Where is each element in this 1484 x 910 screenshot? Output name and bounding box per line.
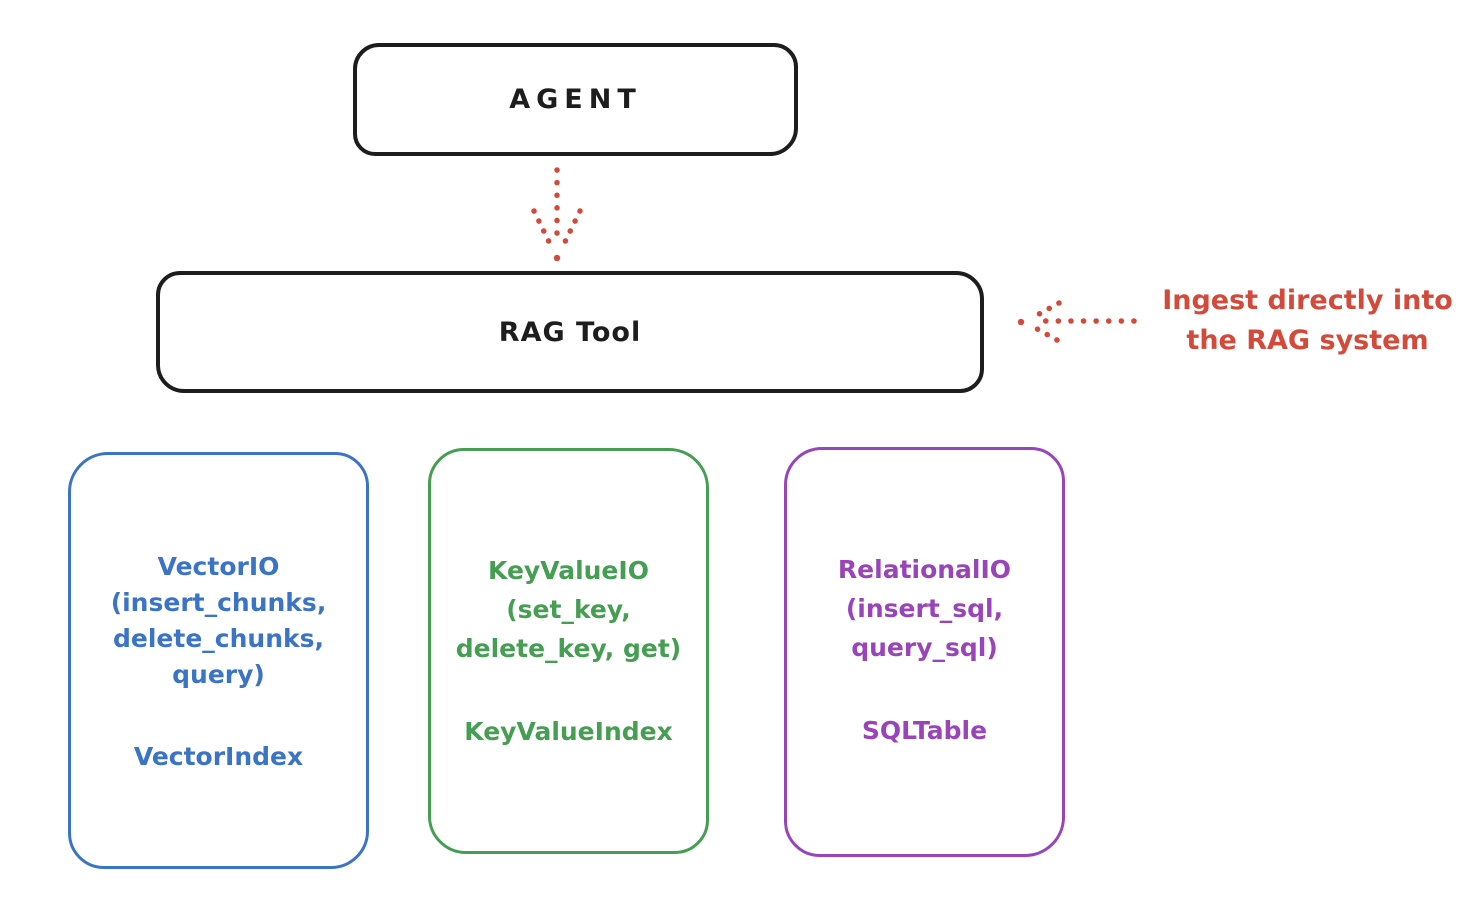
vector-io-node: VectorIO (insert_chunks, delete_chunks, … — [68, 452, 369, 869]
vector-io-title: VectorIO — [157, 552, 280, 581]
vector-index-label: VectorIndex — [133, 742, 304, 771]
rag-tool-label: RAG Tool — [498, 316, 642, 348]
rag-tool-node: RAG Tool — [156, 271, 984, 393]
vector-io-methods-line3: query) — [172, 660, 265, 689]
agent-to-rag-arrow — [531, 167, 583, 262]
vector-io-methods-line1: (insert_chunks, — [110, 588, 327, 617]
key-value-io-methods-line2: delete_key, get) — [455, 634, 682, 663]
vector-io-methods-line2: delete_chunks, — [113, 624, 324, 653]
key-value-index-label: KeyValueIndex — [464, 717, 673, 746]
relational-io-node: RelationalIO (insert_sql, query_sql) SQL… — [784, 447, 1065, 857]
agent-label: AGENT — [509, 84, 642, 115]
relational-io-title: RelationalIO — [837, 555, 1012, 584]
key-value-io-methods-line1: (set_key, — [506, 595, 631, 624]
key-value-io-title: KeyValueIO — [488, 556, 649, 585]
ingest-annotation-line1: Ingest directly into — [1162, 285, 1453, 316]
agent-node: AGENT — [353, 43, 798, 156]
key-value-io-node: KeyValueIO (set_key, delete_key, get) Ke… — [428, 448, 709, 854]
ingest-annotation: Ingest directly into the RAG system — [1135, 281, 1480, 361]
relational-io-methods-line2: query_sql) — [851, 633, 998, 662]
sql-table-label: SQLTable — [861, 716, 988, 745]
ingest-arrow — [1017, 300, 1137, 343]
relational-io-methods-line1: (insert_sql, — [845, 594, 1004, 623]
ingest-annotation-line2: the RAG system — [1186, 325, 1429, 356]
